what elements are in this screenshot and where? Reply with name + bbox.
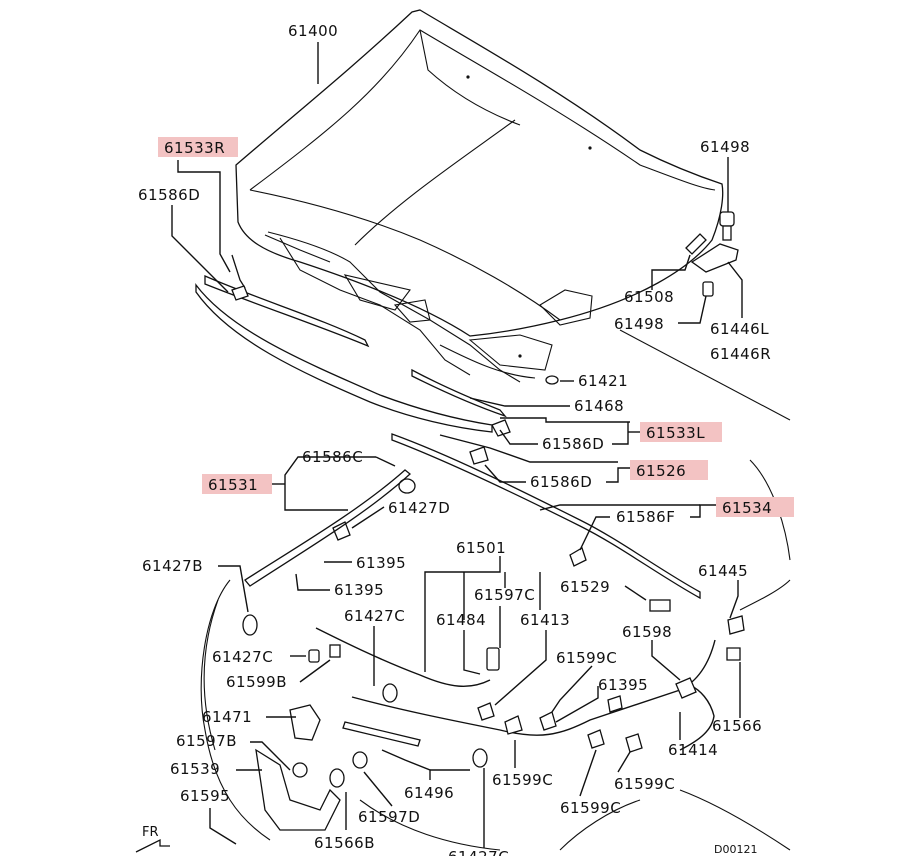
label-61501: 61501 bbox=[456, 539, 506, 557]
label-61413: 61413 bbox=[520, 611, 570, 629]
label-61597B: 61597B bbox=[176, 732, 237, 750]
label-61566: 61566 bbox=[712, 717, 762, 735]
label-61395-b: 61395 bbox=[334, 581, 384, 599]
label-61414: 61414 bbox=[668, 741, 718, 759]
label-61586D-b: 61586D bbox=[530, 473, 592, 491]
label-61427D: 61427D bbox=[388, 499, 450, 517]
label-61498-mid: 61498 bbox=[614, 315, 664, 333]
diagram-id: D00121 bbox=[714, 843, 757, 856]
label-61598: 61598 bbox=[622, 623, 672, 641]
part-labels: 61400 61533R 61586D 61498 61508 61498 61… bbox=[138, 22, 772, 856]
label-61468: 61468 bbox=[574, 397, 624, 415]
label-61599C-d: 61599C bbox=[560, 799, 621, 817]
label-61595: 61595 bbox=[180, 787, 230, 805]
hood-seals bbox=[195, 254, 701, 600]
highlight-boxes bbox=[158, 137, 794, 517]
label-61529: 61529 bbox=[560, 578, 610, 596]
label-61508: 61508 bbox=[624, 288, 674, 306]
front-arrow-icon bbox=[135, 838, 170, 853]
front-direction-indicator: FR bbox=[135, 825, 170, 853]
label-61586D-a: 61586D bbox=[542, 435, 604, 453]
hood-hinge-parts bbox=[545, 211, 791, 421]
label-61586C: 61586C bbox=[302, 448, 363, 466]
label-61586F: 61586F bbox=[616, 508, 675, 526]
label-61531: 61531 bbox=[208, 476, 258, 494]
label-61539: 61539 bbox=[170, 760, 220, 778]
label-61484: 61484 bbox=[436, 611, 486, 629]
label-61534: 61534 bbox=[722, 499, 772, 517]
label-61597C-top: 61597C bbox=[474, 586, 535, 604]
label-61586D-top: 61586D bbox=[138, 186, 200, 204]
label-61599C-c: 61599C bbox=[614, 775, 675, 793]
label-61597D: 61597D bbox=[358, 808, 420, 826]
leader-lines bbox=[171, 42, 743, 848]
label-61498-top: 61498 bbox=[700, 138, 750, 156]
label-61599B: 61599B bbox=[226, 673, 287, 691]
hood-prop-rod bbox=[244, 469, 412, 587]
label-61445: 61445 bbox=[698, 562, 748, 580]
label-61471: 61471 bbox=[202, 708, 252, 726]
label-61427C-b: 61427C bbox=[212, 648, 273, 666]
front-label: FR bbox=[142, 825, 159, 840]
label-61427C-c: 61427C bbox=[448, 848, 509, 856]
label-61566B: 61566B bbox=[314, 834, 375, 852]
label-61395-c: 61395 bbox=[598, 676, 648, 694]
hood-panel bbox=[235, 9, 724, 383]
label-61446R: 61446R bbox=[710, 345, 771, 363]
release-cable bbox=[255, 627, 716, 831]
fasteners bbox=[231, 285, 745, 788]
label-61427B: 61427B bbox=[142, 557, 203, 575]
label-61446L: 61446L bbox=[710, 320, 769, 338]
label-61496: 61496 bbox=[404, 784, 454, 802]
label-61400: 61400 bbox=[288, 22, 338, 40]
label-61533L: 61533L bbox=[646, 424, 705, 442]
label-61427C-a: 61427C bbox=[344, 607, 405, 625]
label-61395-a: 61395 bbox=[356, 554, 406, 572]
label-61599C-a: 61599C bbox=[556, 649, 617, 667]
label-61533R: 61533R bbox=[164, 139, 225, 157]
label-61599C-b: 61599C bbox=[492, 771, 553, 789]
label-61421: 61421 bbox=[578, 372, 628, 390]
label-61526: 61526 bbox=[636, 462, 686, 480]
